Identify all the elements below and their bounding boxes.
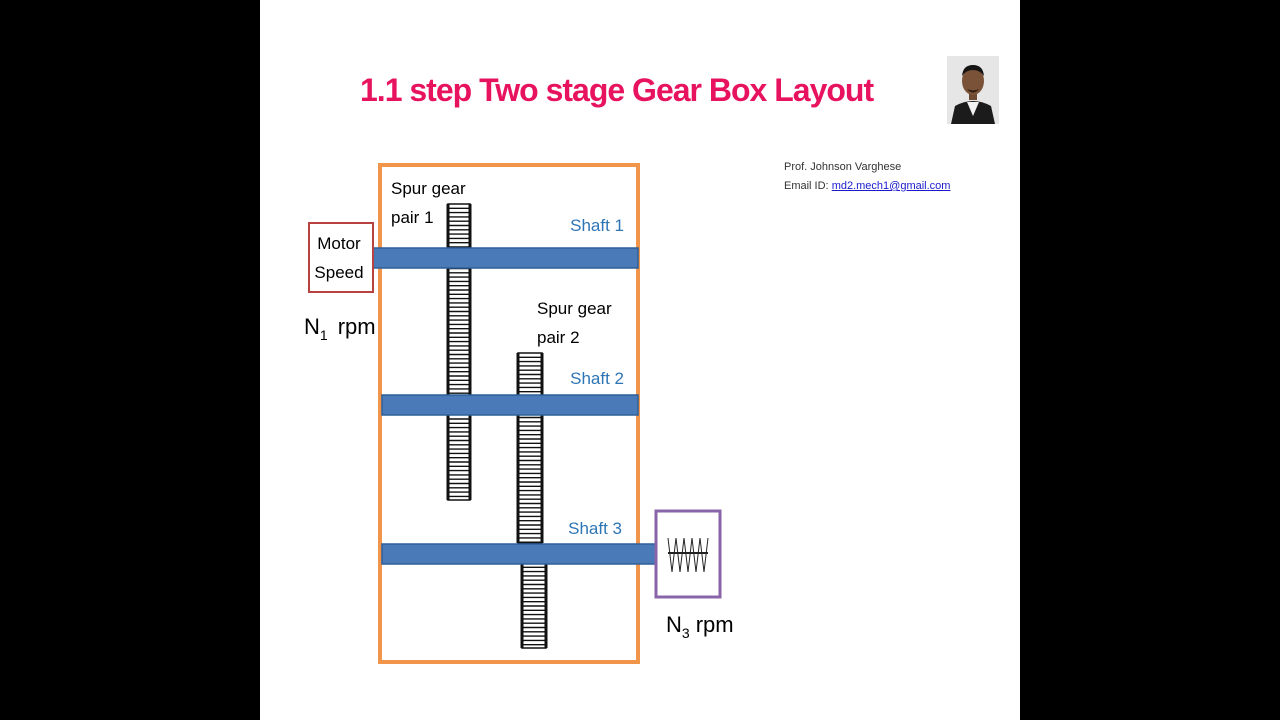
author-name: Prof. Johnson Varghese <box>784 161 902 173</box>
slide-title: 1.1 step Two stage Gear Box Layout <box>360 72 874 108</box>
shaft-1 <box>371 247 639 269</box>
author-email-line: Email ID: md2.mech1@gmail.com <box>784 177 950 196</box>
author-info: Prof. Johnson Varghese Email ID: md2.mec… <box>784 158 950 196</box>
motor-label-line1: Motor <box>317 234 361 253</box>
gear-pair2-label-line2: pair 2 <box>537 328 580 347</box>
shaft3-label: Shaft 3 <box>568 519 622 538</box>
gear-2-lower-mesh <box>516 352 544 544</box>
email-label: Email ID: <box>784 180 829 192</box>
shaft1-label: Shaft 1 <box>570 216 624 235</box>
spring-load-icon <box>667 537 709 573</box>
gear-pair2-label-line1: Spur gear <box>537 299 612 318</box>
motor-label-line2: Speed <box>314 263 363 282</box>
gear-pair1-label-line2: pair 1 <box>391 208 434 227</box>
shaft2-label: Shaft 2 <box>570 369 624 388</box>
shaft-3 <box>381 543 657 565</box>
motor-box <box>308 222 374 293</box>
presenter-photo <box>947 56 999 124</box>
email-link[interactable]: md2.mech1@gmail.com <box>831 180 951 192</box>
gear-pair1-label-line1: Spur gear <box>391 179 466 198</box>
shaft-2 <box>381 394 639 416</box>
gear-3-output <box>520 562 548 649</box>
